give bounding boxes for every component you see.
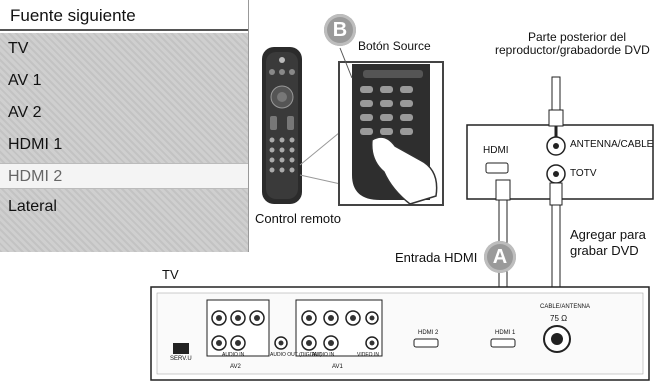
remote-control: [262, 47, 302, 204]
av1-label: AV1: [332, 364, 343, 370]
ohm-label: 75 Ω: [550, 314, 568, 323]
badge-a: A: [484, 241, 516, 273]
serv-label: SERV.U: [170, 356, 192, 362]
add-record-label-1: Agregar para: [570, 227, 646, 242]
remote-zoom: [338, 61, 444, 206]
av1-audio-in-label: AUDIO IN: [312, 352, 335, 358]
source-button-label: Botón Source: [358, 39, 431, 53]
tv-rear-panel: [150, 286, 650, 381]
menu-item-lateral[interactable]: Lateral: [8, 198, 57, 215]
cable-antenna-label: CABLE/ANTENNA: [540, 304, 591, 310]
menu-item-hdmi1[interactable]: HDMI 1: [8, 136, 63, 153]
hdmi1-port-label: HDMI 1: [495, 330, 516, 336]
menu-title: Fuente siguiente: [0, 0, 248, 31]
badge-b: B: [324, 14, 356, 46]
menu-item-tv[interactable]: TV: [8, 40, 29, 57]
dvd-rear-label-2: reproductor/grabadorde DVD: [495, 43, 650, 57]
totv-label: TOTV: [570, 168, 597, 179]
av2-audio-in-label: AUDIO IN: [222, 352, 245, 358]
add-record-label-2: grabar DVD: [570, 243, 639, 258]
menu-list: TV AV 1 AV 2 HDMI 1 HDMI 2 Lateral: [0, 33, 248, 252]
hdmi-input-label: Entrada HDMI: [395, 250, 478, 265]
menu-item-av2[interactable]: AV 2: [8, 104, 42, 121]
menu-item-hdmi2[interactable]: HDMI 2: [0, 163, 248, 189]
source-menu: Fuente siguiente TV AV 1 AV 2 HDMI 1 HDM…: [0, 0, 249, 252]
remote-label: Control remoto: [255, 211, 341, 226]
menu-item-av1[interactable]: AV 1: [8, 72, 42, 89]
audio-out-label: AUDIO OUT (DIGITAL): [270, 352, 322, 358]
dvd-rear-label-1: Parte posterior del: [528, 30, 627, 44]
video-in-label: VIDEO IN: [357, 352, 379, 358]
hdmi2-port-label: HDMI 2: [418, 330, 439, 336]
hdmi-port-label: HDMI: [483, 145, 509, 156]
antenna-label: ANTENNA/CABLE: [570, 139, 654, 150]
av2-label: AV2: [230, 364, 241, 370]
tv-label: TV: [162, 267, 179, 282]
